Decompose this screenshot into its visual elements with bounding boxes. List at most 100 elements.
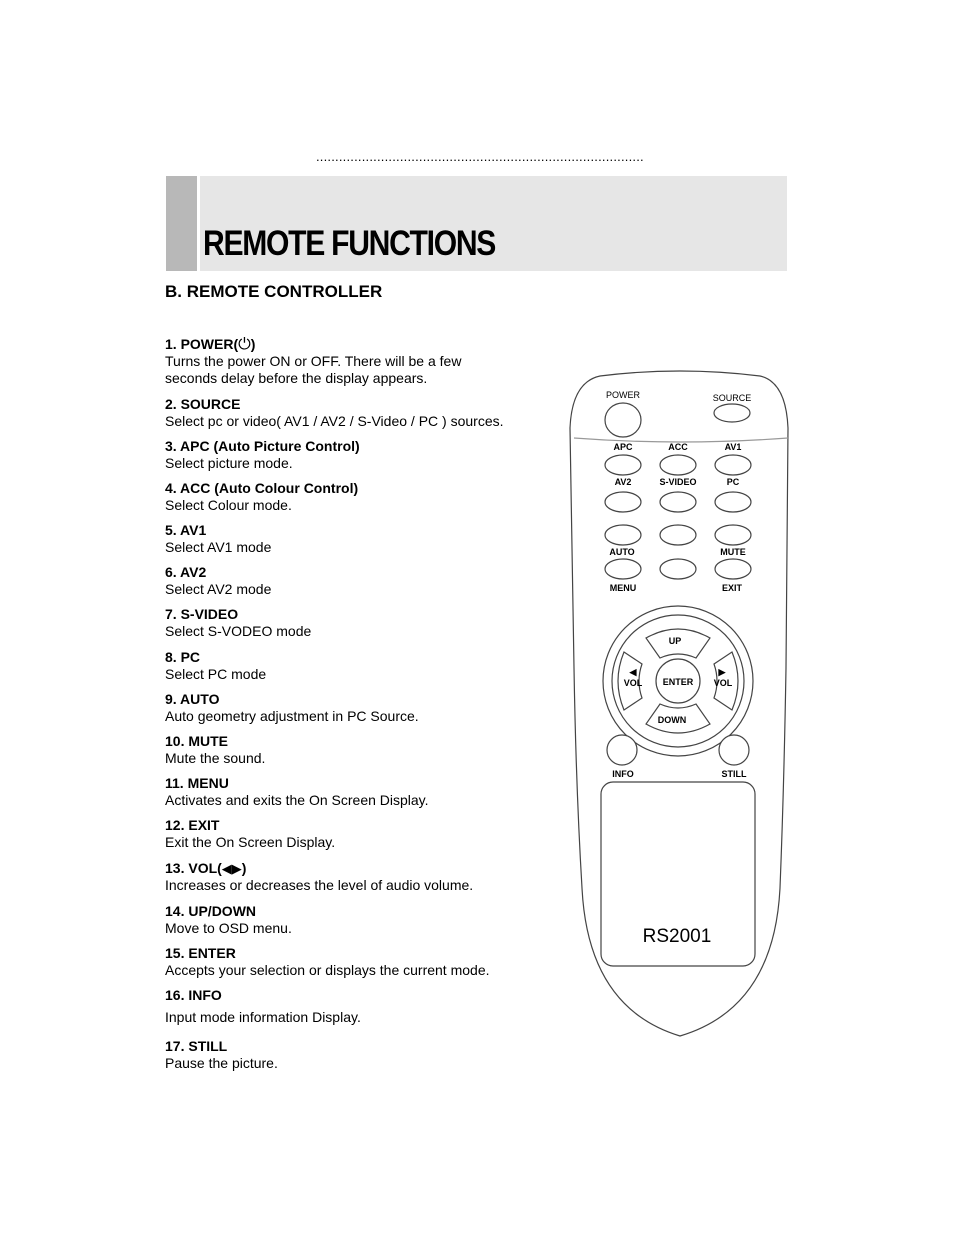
item-desc: Select pc or video( AV1 / AV2 / S-Video … (165, 413, 504, 429)
item-title: 3. APC (Auto Picture Control) (165, 438, 360, 454)
remote-body-outline (569, 370, 789, 1037)
vol-left-button (617, 651, 643, 711)
item-title: 14. UP/DOWN (165, 903, 257, 919)
info-button (606, 734, 638, 766)
model-label: RS2001 (643, 926, 712, 947)
lcd-panel (600, 781, 756, 967)
apc-label: APC (613, 442, 633, 452)
acc-label: ACC (668, 442, 688, 452)
item-desc: Select AV1 mode (165, 539, 272, 555)
item-title: 10. MUTE (165, 733, 229, 749)
auto-label: AUTO (609, 547, 634, 557)
item-desc: Select AV2 mode (165, 581, 272, 597)
source-button (713, 403, 751, 423)
banner-tab (166, 176, 200, 271)
still-button (718, 734, 750, 766)
left-arrow-icon: ◀ (629, 667, 638, 677)
item-desc: Select picture mode. (165, 455, 293, 471)
item-title: 13. VOL(◀▶) (165, 860, 247, 876)
item-title: 11. MENU (165, 775, 229, 791)
page-title: REMOTE FUNCTIONS (203, 224, 496, 263)
power-button (604, 402, 642, 438)
item-desc: Select PC mode (165, 666, 267, 682)
vol-left-label: VOL (624, 678, 643, 688)
right-arrow-icon: ▶ (718, 667, 727, 677)
item-title: 17. STILL (165, 1038, 228, 1054)
item-desc: Input mode information Display. (165, 1009, 361, 1025)
enter-label: ENTER (663, 677, 694, 687)
item-title: 16. INFO (165, 987, 222, 1003)
enter-button (655, 658, 701, 704)
item-desc: Activates and exits the On Screen Displa… (165, 792, 429, 808)
exit-button (714, 558, 752, 580)
up-button (645, 628, 711, 659)
pc-label: PC (727, 477, 740, 487)
info-label: INFO (612, 769, 634, 779)
section-title: B. REMOTE CONTROLLER (165, 282, 383, 301)
menu-button (604, 558, 642, 580)
svideo-button (659, 491, 697, 513)
item-desc: Auto geometry adjustment in PC Source. (165, 708, 419, 724)
item-title: 15. ENTER (165, 945, 236, 961)
av2-button (604, 491, 642, 513)
av1-button (714, 454, 752, 476)
item-desc: Pause the picture. (165, 1055, 278, 1071)
item-auto: 9. AUTO Auto geometry adjustment in PC S… (165, 691, 565, 725)
item-desc: Select S-VODEO mode (165, 623, 312, 639)
power-label: POWER (606, 390, 641, 400)
apc-button (604, 454, 642, 476)
exit-label: EXIT (722, 583, 743, 593)
item-source: 2. SOURCE Select pc or video( AV1 / AV2 … (165, 396, 565, 430)
av1-label: AV1 (725, 442, 742, 452)
item-acc: 4. ACC (Auto Colour Control) Select Colo… (165, 480, 565, 514)
menu-label: MENU (610, 583, 637, 593)
item-up-down: 14. UP/DOWN Move to OSD menu. (165, 903, 565, 937)
remote-body-inner-line (573, 437, 789, 443)
source-label: SOURCE (713, 393, 752, 403)
item-exit: 12. EXIT Exit the On Screen Display. (165, 817, 565, 851)
item-title: 9. AUTO (165, 691, 220, 707)
svideo-label: S-VIDEO (659, 477, 696, 487)
item-title: 8. PC (165, 649, 201, 665)
item-title: 1. POWER(⏻) (165, 336, 256, 353)
blank-button (659, 558, 697, 580)
item-desc: Mute the sound. (165, 750, 266, 766)
item-mute: 10. MUTE Mute the sound. (165, 733, 565, 767)
vol-right-button (713, 651, 739, 711)
up-label: UP (669, 636, 682, 646)
item-info: 16. INFO Input mode information Display. (165, 987, 565, 1026)
pc-button (714, 491, 752, 513)
item-title: 4. ACC (Auto Colour Control) (165, 480, 359, 496)
item-title: 6. AV2 (165, 564, 207, 580)
item-av1: 5. AV1 Select AV1 mode (165, 522, 565, 556)
mute-label: MUTE (720, 547, 746, 557)
power-icon: ⏻ (238, 336, 251, 353)
item-desc: Accepts your selection or displays the c… (165, 962, 490, 978)
item-title: 7. S-VIDEO (165, 606, 239, 622)
vol-right-label: VOL (714, 678, 733, 688)
acc-button (659, 454, 697, 476)
item-apc: 3. APC (Auto Picture Control) Select pic… (165, 438, 565, 472)
item-title: 2. SOURCE (165, 396, 241, 412)
item-still: 17. STILL Pause the picture. (165, 1038, 565, 1072)
remote-illustration: POWER SOURCE APC ACC AV1 AV2 S-VIDEO PC … (569, 370, 789, 1037)
down-label: DOWN (658, 715, 687, 725)
auto-button (604, 524, 642, 546)
item-svideo: 7. S-VIDEO Select S-VODEO mode (165, 606, 565, 640)
item-power: 1. POWER(⏻) Turns the power ON or OFF. T… (165, 336, 565, 387)
title-banner: REMOTE FUNCTIONS (166, 176, 787, 271)
item-vol: 13. VOL(◀▶) Increases or decreases the l… (165, 860, 565, 894)
down-button (645, 703, 711, 734)
item-desc: Exit the On Screen Display. (165, 834, 336, 850)
still-label: STILL (722, 769, 747, 779)
av2-label: AV2 (615, 477, 632, 487)
item-desc: Turns the power ON or OFF. There will be… (165, 353, 462, 386)
item-av2: 6. AV2 Select AV2 mode (165, 564, 565, 598)
item-desc: Move to OSD menu. (165, 920, 292, 936)
item-pc: 8. PC Select PC mode (165, 649, 565, 683)
item-enter: 15. ENTER Accepts your selection or disp… (165, 945, 565, 979)
item-desc: Increases or decreases the level of audi… (165, 877, 474, 893)
vol-arrows-icon: ◀▶ (221, 861, 242, 876)
item-title: 5. AV1 (165, 522, 207, 538)
mute-button (714, 524, 752, 546)
